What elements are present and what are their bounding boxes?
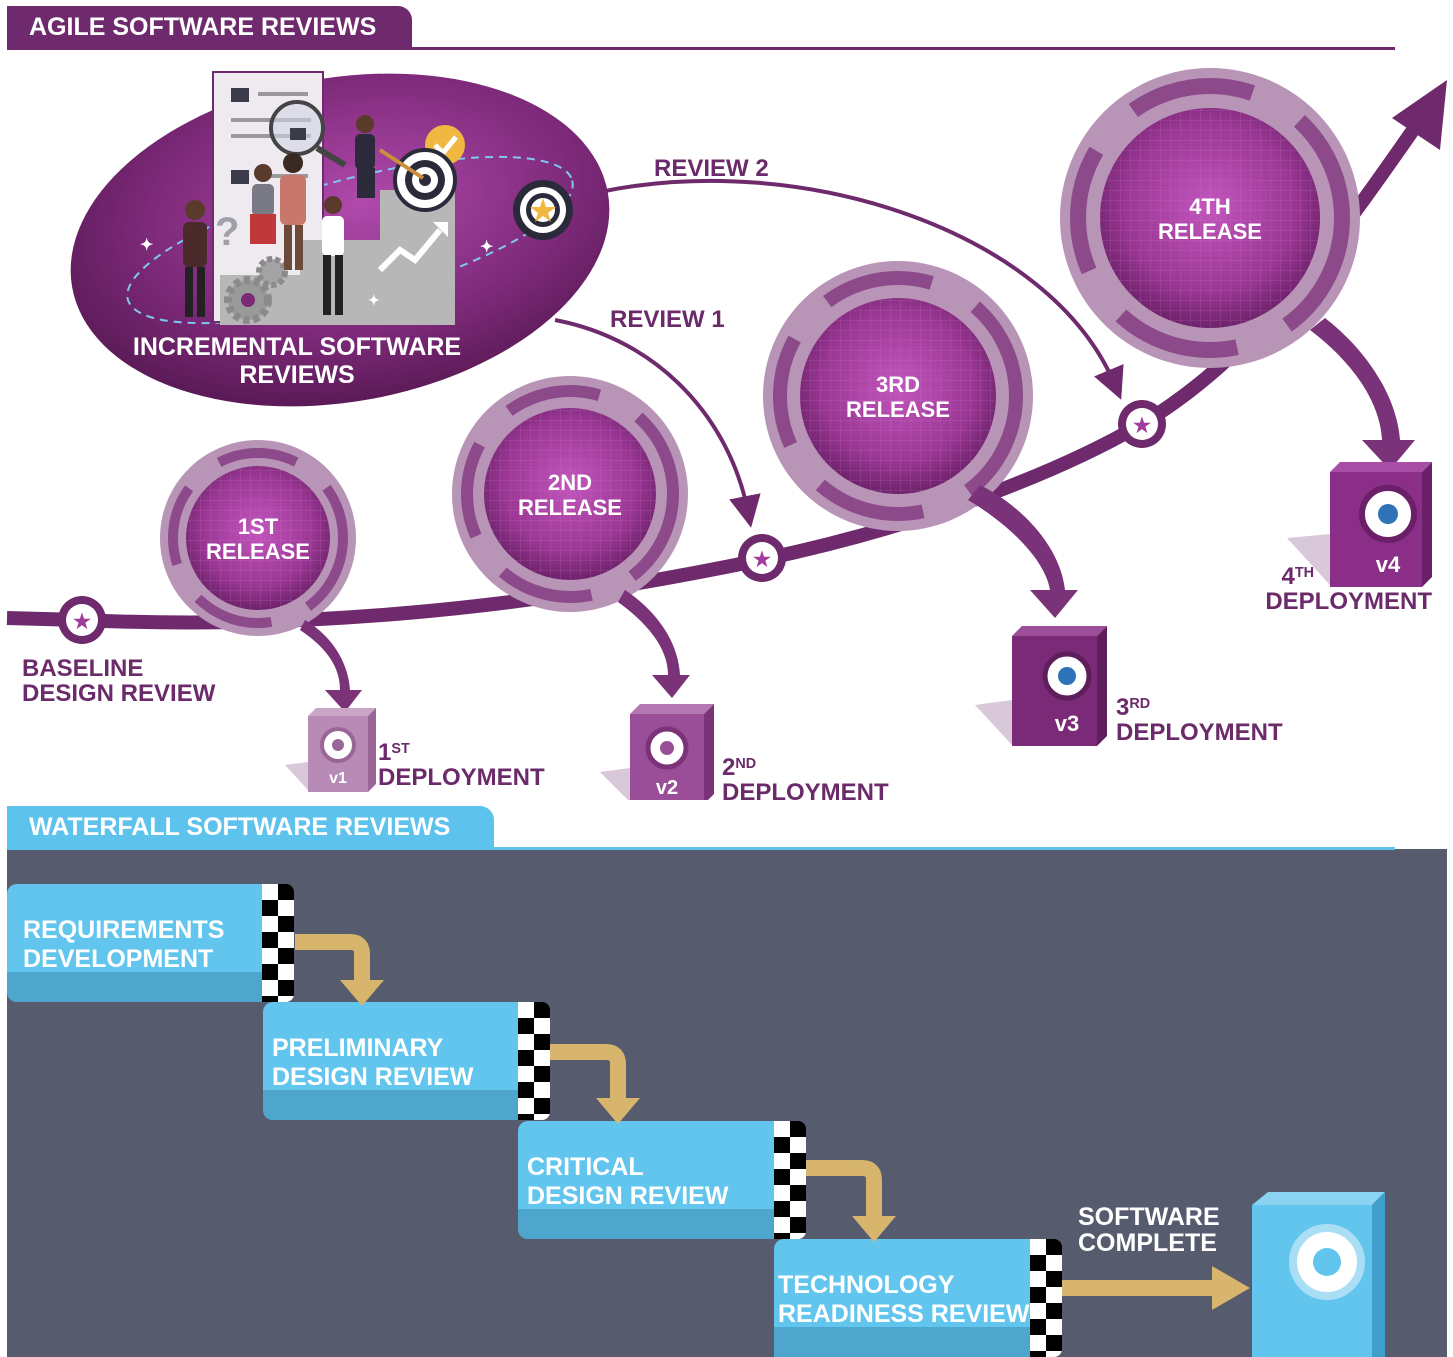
deployment-box-v1: v1 — [285, 708, 376, 792]
deployment-label-3: 3RD DEPLOYMENT — [1116, 694, 1283, 747]
svg-text:RELEASE: RELEASE — [1158, 219, 1262, 244]
waterfall-step-critical: CRITICAL DESIGN REVIEW — [518, 1121, 776, 1239]
star-icon: ★ — [1118, 400, 1166, 448]
oval-title-line1: INCREMENTAL SOFTWARE — [133, 333, 461, 361]
envelope-icon — [231, 88, 249, 102]
checkered-flag — [262, 884, 294, 1002]
svg-text:1ST: 1ST — [238, 514, 279, 539]
release-3: 3RD RELEASE — [763, 261, 1033, 531]
oval-title-line2: REVIEWS — [239, 361, 354, 389]
agile-diagram: ? ✦ ✦ ✦ INCREMENTAL SOFTWARE REVIEWS REV… — [6, 68, 1447, 800]
star-target-icon — [513, 180, 573, 240]
release-4: 4TH RELEASE — [1060, 68, 1360, 368]
svg-text:★: ★ — [753, 549, 771, 571]
release-1: 1ST RELEASE — [160, 440, 356, 636]
waterfall-step-technology: TECHNOLOGY READINESS REVIEW — [774, 1239, 1032, 1357]
target-icon — [378, 148, 457, 212]
svg-text:★: ★ — [1133, 415, 1151, 437]
review1-arrow — [554, 318, 761, 528]
star-icon: ★ — [738, 534, 786, 582]
oval-orbit-line — [126, 155, 574, 325]
agile-header-rule — [7, 47, 1395, 50]
baseline-label: BASELINE DESIGN REVIEW — [22, 655, 216, 708]
sparkle-icon: ✦ — [368, 292, 380, 308]
review2-label: REVIEW 2 — [654, 155, 769, 182]
checkered-flag — [774, 1121, 806, 1239]
gear-icon — [224, 256, 288, 324]
trend-arrow-icon — [377, 222, 448, 273]
question-mark-icon: ? — [215, 210, 239, 254]
svg-text:★: ★ — [73, 611, 91, 633]
svg-text:RELEASE: RELEASE — [846, 397, 950, 422]
checkered-flag — [518, 1002, 550, 1120]
svg-text:v3: v3 — [1055, 711, 1079, 736]
sparkle-icon: ✦ — [140, 237, 153, 254]
svg-text:v1: v1 — [329, 770, 347, 787]
timeline-arrowhead — [1392, 80, 1447, 150]
waterfall-header-rule — [7, 847, 1395, 850]
waterfall-step-preliminary: PRELIMINARY DESIGN REVIEW — [263, 1002, 521, 1120]
star-icon: ★ — [58, 596, 106, 644]
waterfall-step-requirements: REQUIREMENTS DEVELOPMENT — [7, 884, 265, 1002]
svg-text:2ND: 2ND — [548, 470, 592, 495]
deployment-box-v2: v2 — [600, 704, 714, 800]
svg-text:v2: v2 — [656, 777, 678, 799]
waterfall-header: WATERFALL SOFTWARE REVIEWS — [7, 806, 494, 849]
deployment-box-v4: v4 — [1287, 462, 1432, 587]
team-figures — [183, 115, 375, 317]
software-complete-label: SOFTWARE COMPLETE — [1078, 1203, 1220, 1258]
deployment-label-2: 2ND DEPLOYMENT — [722, 754, 889, 807]
svg-text:RELEASE: RELEASE — [518, 495, 622, 520]
review2-arrow — [599, 178, 1124, 400]
agile-header: AGILE SOFTWARE REVIEWS — [7, 6, 412, 49]
deployment-label-1: 1ST DEPLOYMENT — [378, 739, 545, 792]
svg-text:v4: v4 — [1376, 552, 1401, 577]
svg-text:4TH: 4TH — [1189, 194, 1231, 219]
deployment-box-v3: v3 — [975, 626, 1107, 746]
deployment-label-4: 4TH DEPLOYMENT — [1265, 563, 1432, 616]
svg-text:RELEASE: RELEASE — [206, 539, 310, 564]
checkered-flag — [1030, 1239, 1062, 1357]
deploy-arrows — [300, 318, 1415, 712]
review1-label: REVIEW 1 — [610, 306, 725, 333]
svg-text:3RD: 3RD — [876, 372, 920, 397]
sparkle-icon: ✦ — [480, 239, 493, 256]
release-2: 2ND RELEASE — [452, 376, 688, 612]
